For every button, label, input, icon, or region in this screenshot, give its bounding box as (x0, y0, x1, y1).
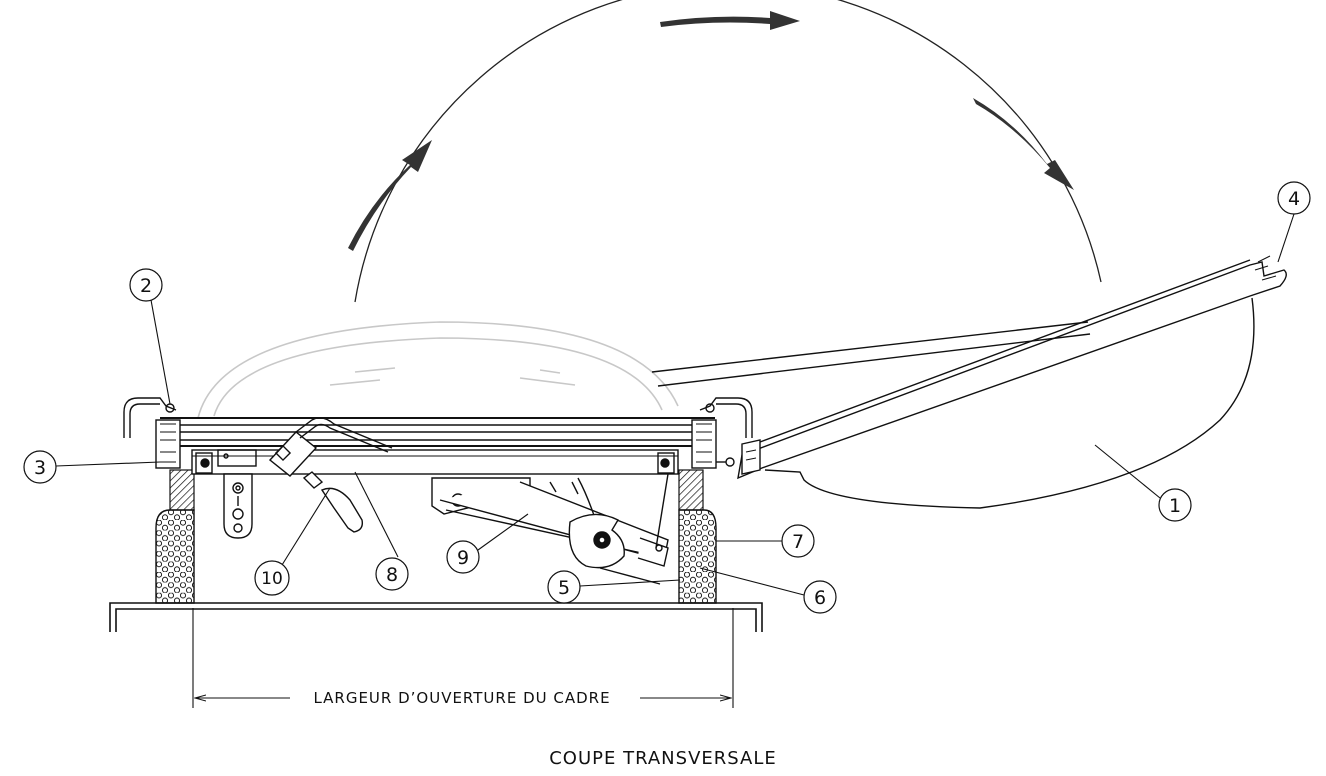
rotation-arrow-left (348, 140, 432, 251)
closed-dome-outline (197, 321, 679, 419)
callout-5-label: 5 (558, 577, 570, 599)
callout-6-label: 6 (814, 587, 826, 609)
thermal-actuator (268, 417, 393, 533)
open-dome (651, 255, 1287, 509)
callout-4-label: 4 (1288, 188, 1300, 210)
callout-10-label: 10 (261, 569, 283, 589)
curb-left (155, 469, 195, 604)
frame-assembly (123, 397, 753, 469)
callout-1-label: 1 (1169, 495, 1181, 517)
callout-3: 3 (23, 450, 57, 484)
callout-2: 2 (129, 268, 163, 302)
opening-width-dimension: LARGEUR D’OUVERTURE DU CADRE (192, 608, 734, 708)
base-flange (109, 602, 763, 632)
callout-8-label: 8 (386, 564, 398, 586)
callout-5: 5 (547, 570, 581, 604)
callout-3-label: 3 (34, 457, 46, 479)
callout-7-label: 7 (792, 531, 804, 553)
rotation-arrow-right (973, 98, 1074, 190)
callout-1: 1 (1158, 488, 1192, 522)
callout-9: 9 (446, 540, 480, 574)
callout-7: 7 (781, 524, 815, 558)
callout-10: 10 (254, 560, 290, 596)
callout-2-label: 2 (140, 275, 152, 297)
callout-9-label: 9 (457, 547, 469, 569)
callout-4: 4 (1277, 181, 1311, 215)
gas-spring-operator (431, 473, 669, 585)
callout-8: 8 (375, 557, 409, 591)
callout-6: 6 (803, 580, 837, 614)
dimension-label: LARGEUR D’OUVERTURE DU CADRE (313, 689, 610, 707)
rotation-arrow-top (660, 11, 800, 30)
swing-arc (354, 0, 1102, 303)
drawing-caption: COUPE TRANSVERSALE (549, 748, 777, 769)
curb-right (678, 469, 717, 604)
leader-lines (55, 213, 1295, 596)
